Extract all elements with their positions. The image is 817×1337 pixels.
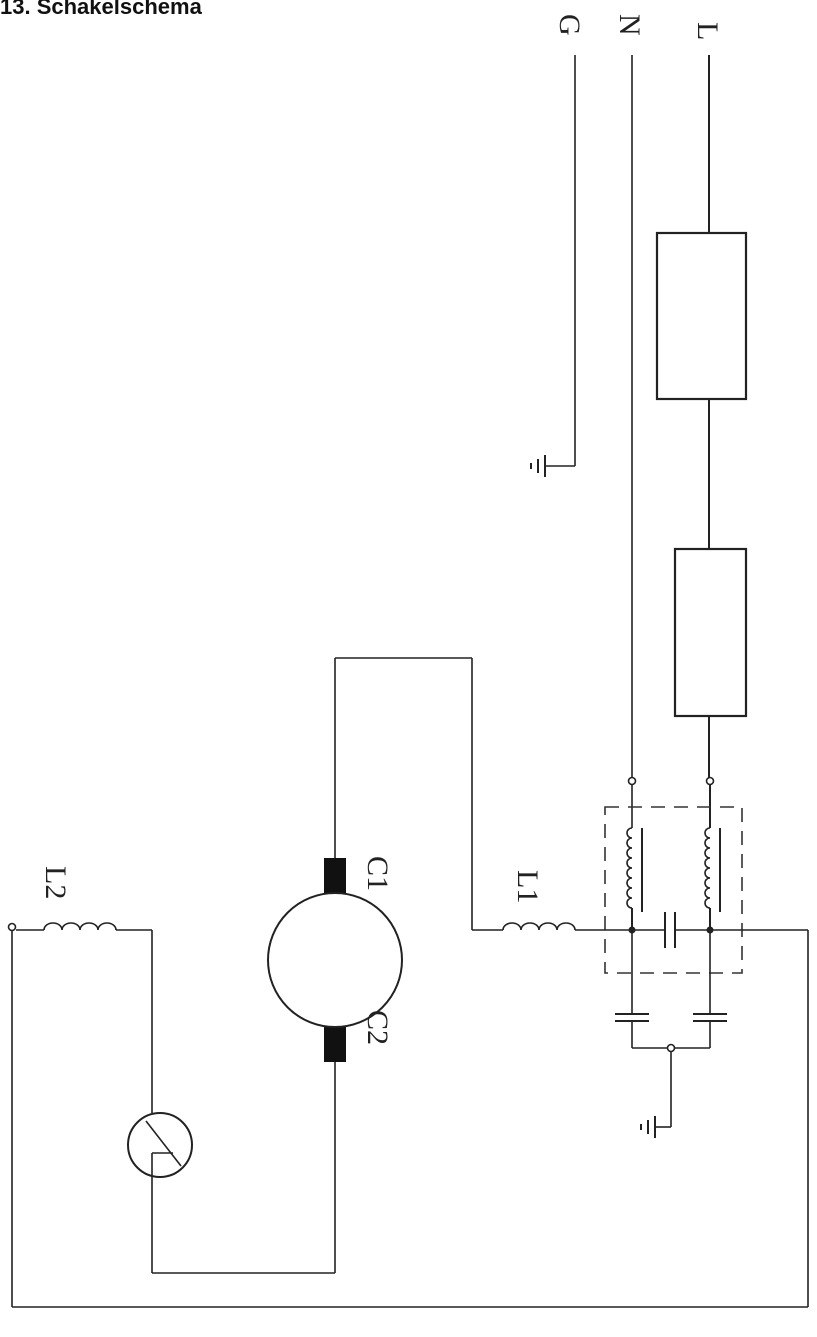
choke-L [704,827,711,909]
label-G: G [553,14,586,36]
emi-filter [604,806,743,1138]
line-G [530,55,576,477]
ground-symbol-G [530,455,546,477]
choke-N [626,827,633,909]
armature [267,892,403,1028]
line-N [627,55,637,828]
capacitor-x [632,912,710,948]
label-C2: C2 [361,1010,394,1045]
label-L: L [691,22,724,40]
switch [127,1112,193,1178]
ground-symbol-filter [640,1116,656,1138]
inductor-L1 [502,922,576,931]
inductor-L2 [43,922,117,931]
page-title: 13. Schakelschema [0,0,202,19]
label-L1: L1 [511,870,544,903]
capacitor-y-L [693,930,727,1048]
label-C1: C1 [361,856,394,891]
capacitor-y-N [615,930,649,1048]
component-box-1 [655,231,748,401]
line-L [655,55,748,828]
label-L2: L2 [39,866,72,899]
motor [267,858,403,1062]
component-box-2 [673,547,748,718]
label-N: N [613,14,646,36]
